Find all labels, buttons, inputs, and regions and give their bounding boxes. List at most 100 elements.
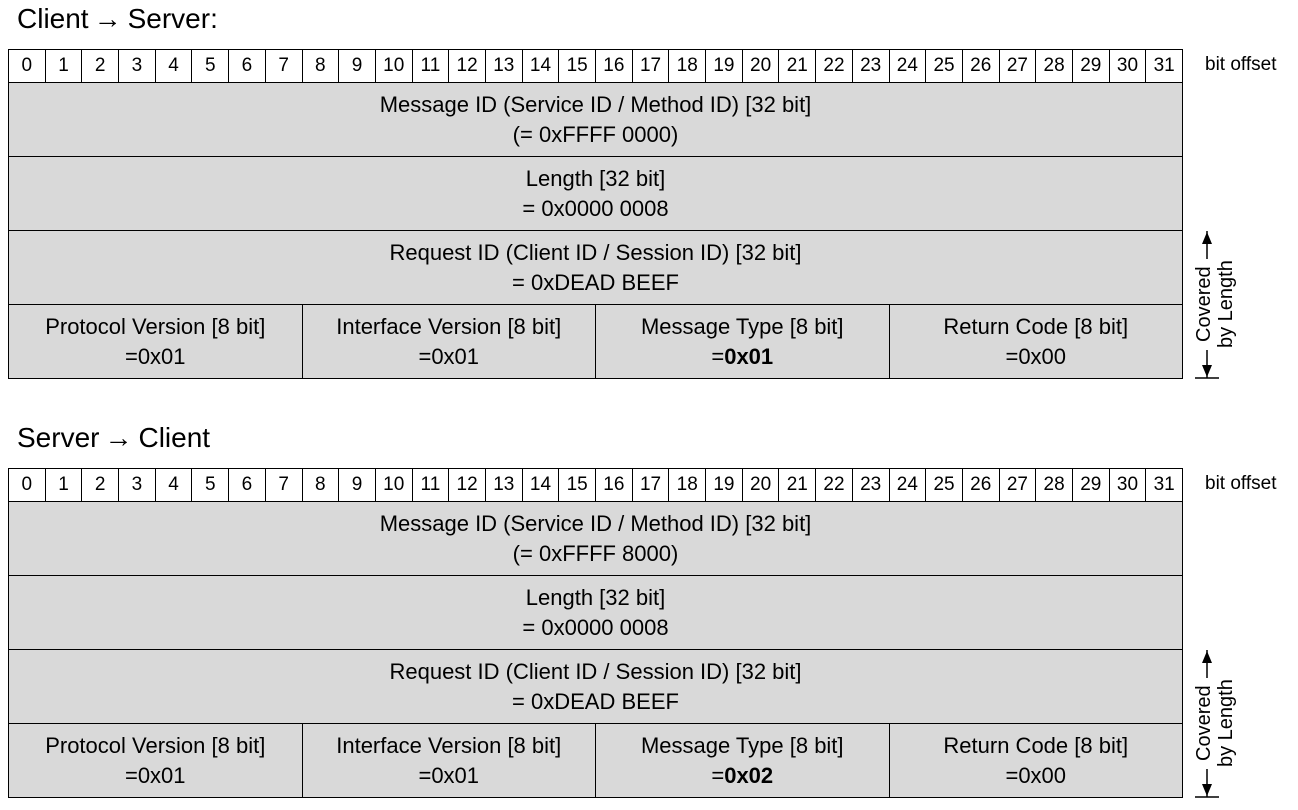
- interface-version-field: Interface Version [8 bit] =0x01: [303, 305, 596, 378]
- section-title: Client→Server:: [17, 2, 218, 36]
- bit-cell: 8: [303, 50, 340, 82]
- bit-cell: 0: [9, 50, 46, 82]
- bit-cell: 10: [376, 469, 413, 501]
- bit-cell: 20: [743, 50, 780, 82]
- coverage-label: Covered by Length: [1190, 649, 1240, 798]
- bit-cell: 18: [669, 469, 707, 501]
- bit-cell: 8: [303, 469, 340, 501]
- bit-cell: 28: [1036, 469, 1073, 501]
- coverage-label-line2: by Length: [1215, 679, 1237, 768]
- return-code-label: Return Code [8 bit]: [943, 732, 1129, 758]
- length-field: Length [32 bit] = 0x0000 0008: [8, 157, 1183, 231]
- bit-cell: 15: [559, 50, 596, 82]
- length-label: Length [32 bit]: [525, 584, 666, 610]
- message-type-field: Message Type [8 bit] =0x02: [596, 724, 890, 797]
- title-source: Server: [17, 422, 100, 453]
- request-id-value: = 0xDEAD BEEF: [512, 688, 679, 714]
- length-field: Length [32 bit] = 0x0000 0008: [8, 576, 1183, 650]
- protocol-version-field: Protocol Version [8 bit] =0x01: [9, 724, 303, 797]
- coverage-arrow-down-icon: [1202, 365, 1212, 377]
- bit-cell: 14: [523, 50, 560, 82]
- length-value: = 0x0000 0008: [522, 195, 669, 221]
- protocol-version-label: Protocol Version [8 bit]: [45, 732, 266, 758]
- return-code-value: =0x00: [1005, 762, 1067, 788]
- message-type-value-line: =0x02: [711, 761, 773, 791]
- coverage-label-line1: Covered: [1193, 266, 1215, 343]
- length-label: Length [32 bit]: [525, 165, 666, 191]
- protocol-version-label: Protocol Version [8 bit]: [45, 313, 266, 339]
- bit-cell: 27: [1000, 469, 1037, 501]
- message-id-label: Message ID (Service ID / Method ID) [32 …: [379, 510, 812, 536]
- bit-cell: 3: [119, 50, 156, 82]
- coverage-label-line1: Covered: [1193, 685, 1215, 762]
- bit-cell: 25: [926, 50, 963, 82]
- bit-cell: 30: [1110, 50, 1147, 82]
- protocol-version-value: =0x01: [124, 343, 186, 369]
- bit-cell: 15: [559, 469, 596, 501]
- message-type-label: Message Type [8 bit]: [640, 313, 844, 339]
- bit-cell: 26: [963, 50, 1000, 82]
- message-type-value-line: =0x01: [711, 342, 773, 372]
- bit-cell: 22: [816, 50, 853, 82]
- bit-cell: 4: [156, 50, 193, 82]
- bit-cell: 16: [596, 50, 633, 82]
- bit-cell: 28: [1036, 50, 1073, 82]
- bit-cell: 3: [119, 469, 156, 501]
- bit-cell: 19: [706, 50, 743, 82]
- return-code-label: Return Code [8 bit]: [943, 313, 1129, 339]
- message-id-label: Message ID (Service ID / Method ID) [32 …: [379, 91, 812, 117]
- bit-cell: 13: [486, 50, 523, 82]
- bit-cell: 17: [633, 469, 670, 501]
- bit-cell: 1: [46, 50, 83, 82]
- message-type-label: Message Type [8 bit]: [640, 732, 844, 758]
- bit-cell: 29: [1073, 469, 1110, 501]
- protocol-version-value: =0x01: [124, 762, 186, 788]
- coverage-label-line2: by Length: [1215, 260, 1237, 349]
- bit-cell: 21: [779, 469, 817, 501]
- coverage-arrow-up-icon: [1202, 651, 1212, 663]
- request-id-label: Request ID (Client ID / Session ID) [32 …: [389, 658, 802, 684]
- return-code-field: Return Code [8 bit] =0x00: [890, 724, 1183, 797]
- interface-version-label: Interface Version [8 bit]: [336, 313, 562, 339]
- bit-cell: 20: [743, 469, 780, 501]
- title-target: Server:: [127, 3, 218, 34]
- bit-cell: 1: [46, 469, 83, 501]
- bit-cell: 12: [449, 469, 486, 501]
- message-type-value: 0x01: [724, 343, 774, 369]
- bit-cell: 24: [890, 469, 927, 501]
- bit-cell: 21: [779, 50, 817, 82]
- request-id-field: Request ID (Client ID / Session ID) [32 …: [8, 231, 1183, 305]
- message-type-prefix: =: [711, 343, 725, 369]
- bit-cell: 23: [853, 50, 890, 82]
- bit-cell: 11: [413, 469, 450, 501]
- bit-cell: 27: [1000, 50, 1037, 82]
- bit-cell: 2: [82, 469, 120, 501]
- header-byte-fields: Protocol Version [8 bit] =0x01 Interface…: [8, 724, 1183, 798]
- bit-cell: 24: [890, 50, 927, 82]
- bit-cell: 10: [376, 50, 413, 82]
- bit-cell: 5: [192, 469, 230, 501]
- message-type-prefix: =: [711, 762, 725, 788]
- bit-cell: 31: [1153, 474, 1175, 495]
- bit-cell: 9: [339, 50, 376, 82]
- coverage-label: Covered by Length: [1190, 230, 1240, 379]
- bit-cell: 18: [669, 50, 707, 82]
- bit-cell: 16: [596, 469, 633, 501]
- bit-cell: 26: [963, 469, 1000, 501]
- bit-cell: 19: [706, 469, 743, 501]
- message-id-field: Message ID (Service ID / Method ID) [32 …: [8, 502, 1183, 576]
- message-id-field: Message ID (Service ID / Method ID) [32 …: [8, 83, 1183, 157]
- bit-offset-label: bit offset: [1205, 473, 1277, 494]
- bit-cell: 9: [339, 469, 376, 501]
- request-id-label: Request ID (Client ID / Session ID) [32 …: [389, 239, 802, 265]
- bit-cell: 29: [1073, 50, 1110, 82]
- return-code-value: =0x00: [1005, 343, 1067, 369]
- header-byte-fields: Protocol Version [8 bit] =0x01 Interface…: [8, 305, 1183, 379]
- bit-cell: 4: [156, 469, 193, 501]
- title-target: Client: [138, 422, 211, 453]
- message-type-value: 0x02: [724, 762, 774, 788]
- request-id-value: = 0xDEAD BEEF: [512, 269, 679, 295]
